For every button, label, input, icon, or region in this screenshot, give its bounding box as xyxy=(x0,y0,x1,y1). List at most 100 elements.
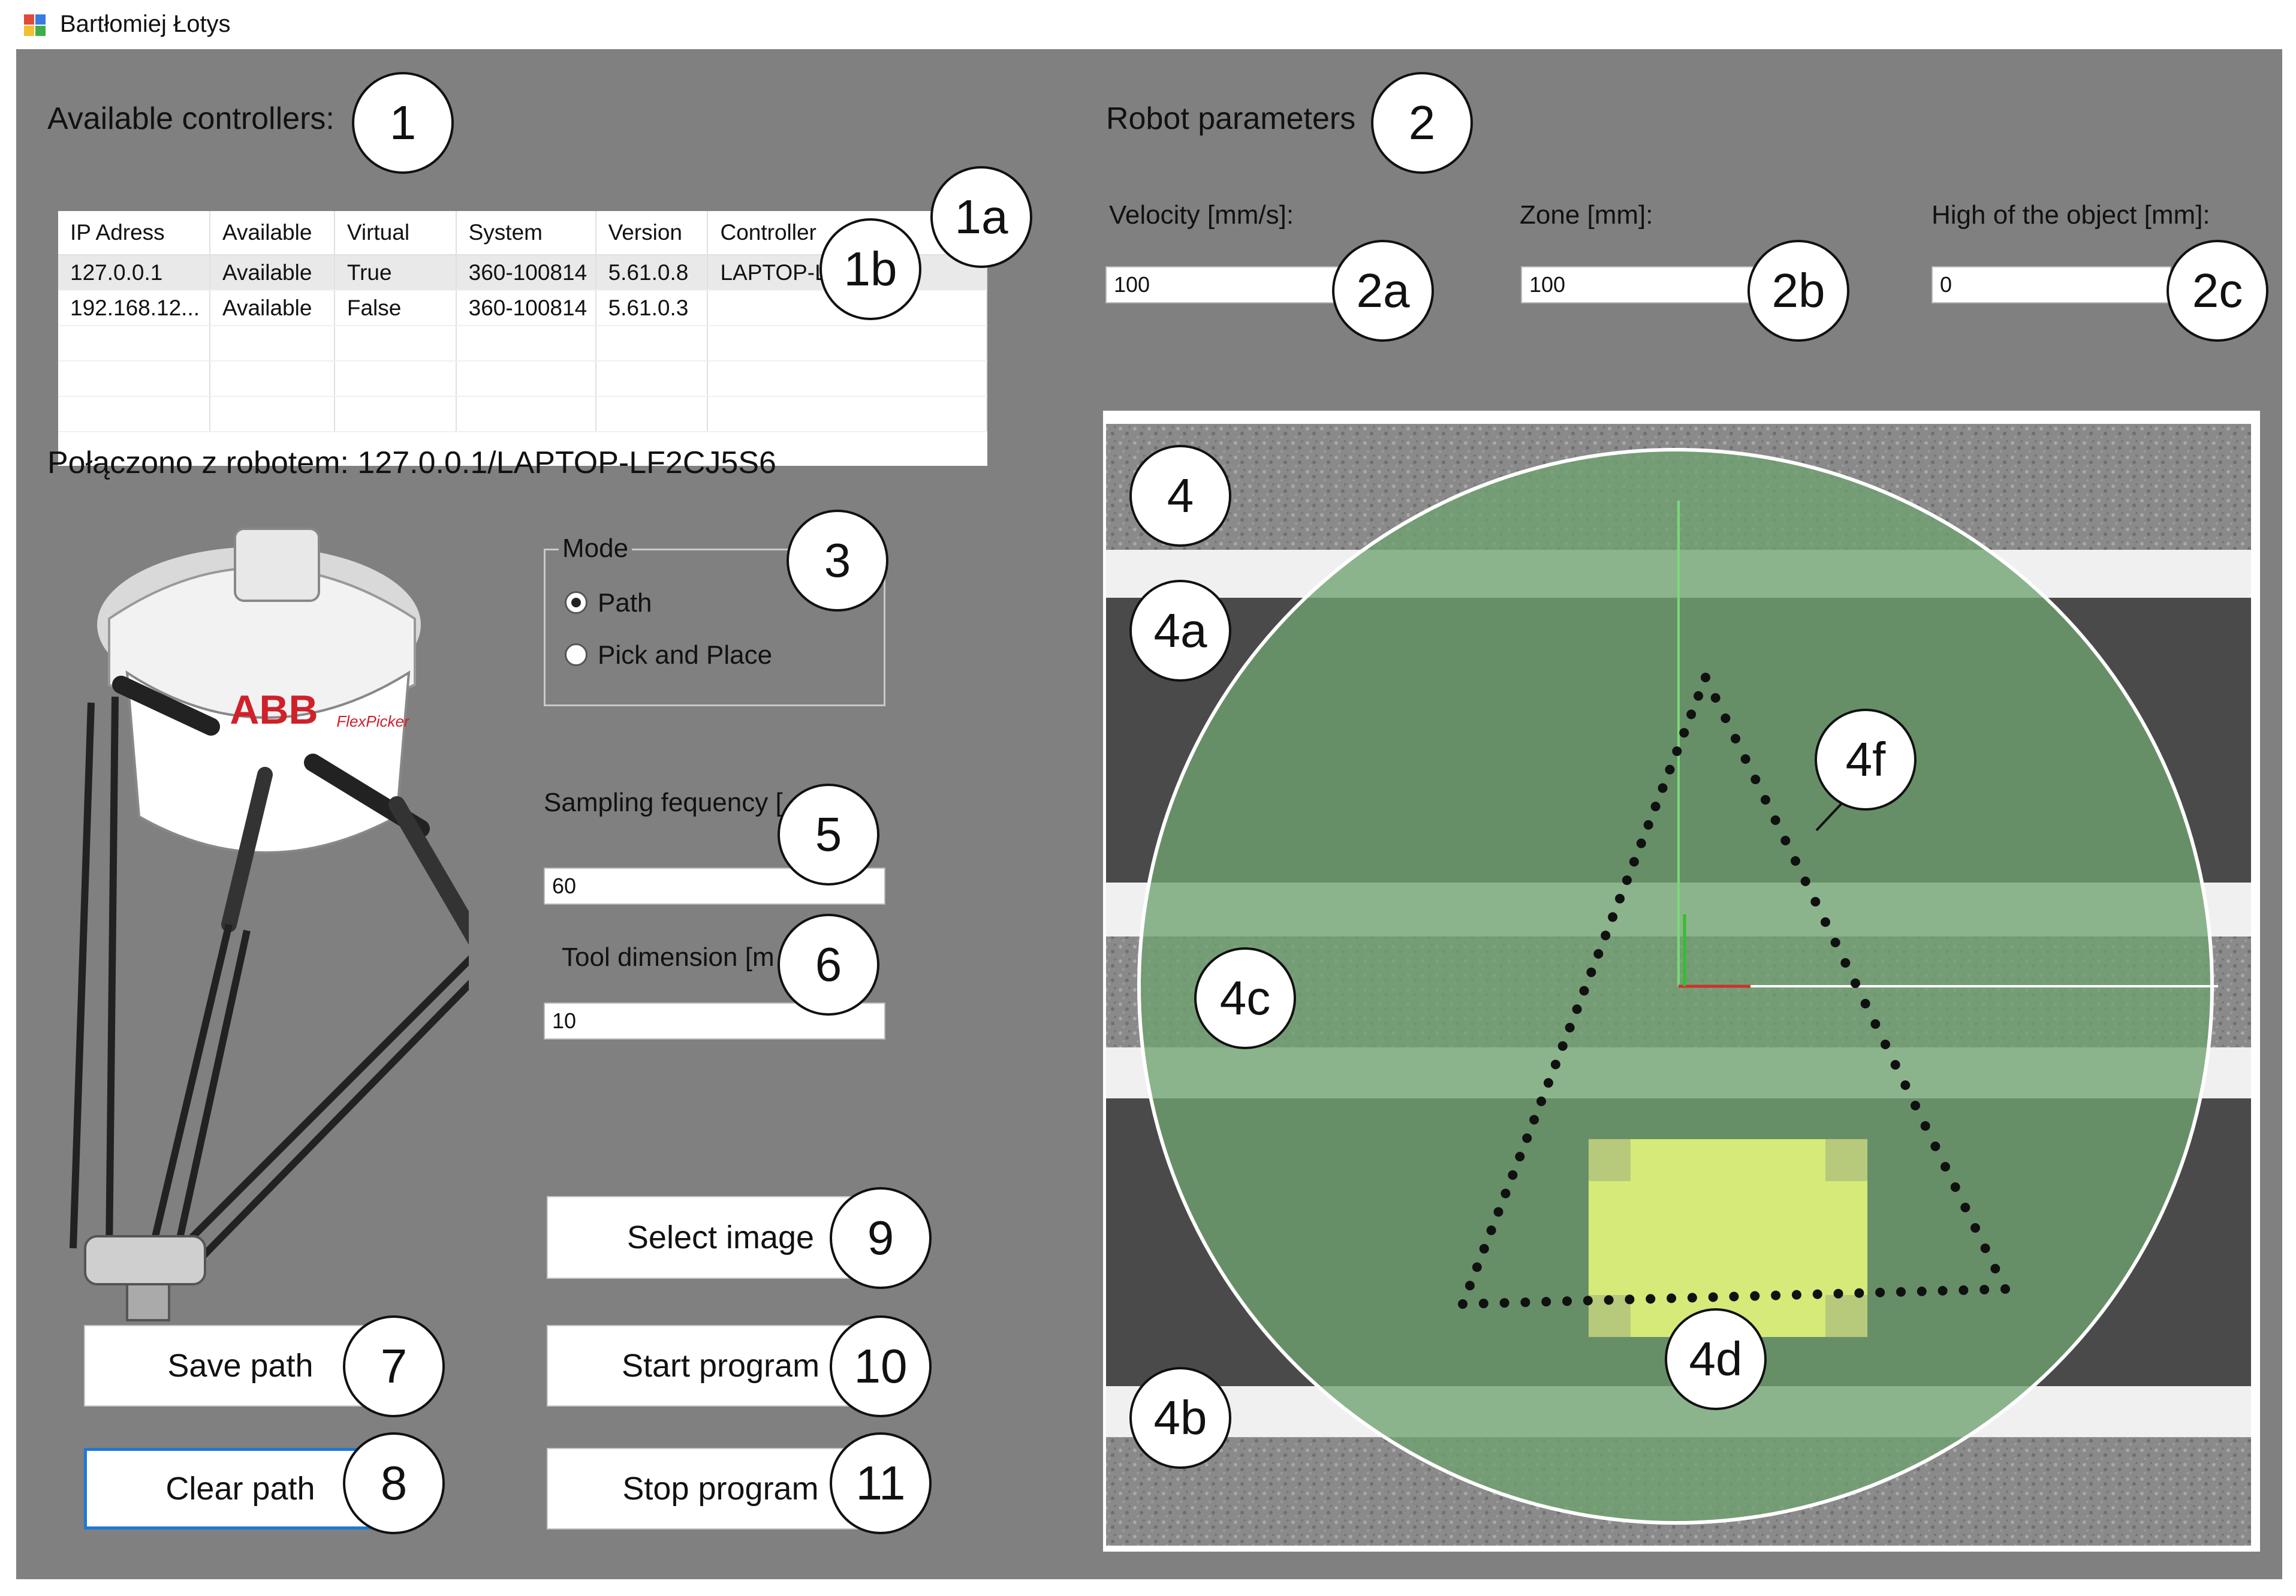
path-dot xyxy=(1911,1101,1920,1110)
mode-label: Mode xyxy=(559,534,632,564)
path-dot xyxy=(1565,1022,1575,1032)
tool-dimension-label: Tool dimension [m xyxy=(562,942,775,972)
cell-available: Available xyxy=(209,290,335,326)
path-dot xyxy=(1687,1293,1697,1303)
callout-4a: 4a xyxy=(1129,580,1231,682)
path-dot xyxy=(1499,1298,1509,1308)
path-dot xyxy=(1740,754,1750,764)
path-dot xyxy=(1854,1288,1864,1298)
path-dot xyxy=(1812,1289,1822,1299)
grid-header-version[interactable]: Version xyxy=(595,211,709,255)
callout-4: 4 xyxy=(1129,445,1231,547)
path-dot xyxy=(1572,1004,1582,1014)
path-dot xyxy=(1729,1291,1739,1302)
zone-input[interactable]: 100 xyxy=(1521,266,1761,303)
path-dot xyxy=(1650,802,1661,812)
path-dot xyxy=(1583,1296,1593,1306)
path-dot xyxy=(1679,728,1689,738)
path-dot xyxy=(1917,1286,1927,1296)
callout-1a: 1a xyxy=(930,166,1032,268)
table-row xyxy=(58,326,987,362)
cell-ip: 192.168.12... xyxy=(58,290,210,326)
path-dot xyxy=(1522,1133,1532,1143)
mode-option-path[interactable]: Path xyxy=(598,588,652,618)
path-dot xyxy=(1686,709,1697,719)
path-dot xyxy=(1472,1262,1482,1272)
path-dot xyxy=(1750,1291,1760,1301)
path-dot xyxy=(1636,838,1646,848)
callout-8: 8 xyxy=(343,1432,445,1534)
main-form: Available controllers: IP Adress Availab… xyxy=(16,49,2282,1579)
cell-ip: 127.0.0.1 xyxy=(58,255,210,291)
window-titlebar: Bartłomiej Łotys xyxy=(0,0,2296,48)
path-dot xyxy=(1646,1294,1656,1304)
mode-groupbox xyxy=(544,549,885,706)
path-dot xyxy=(1840,958,1851,968)
callout-4d: 4d xyxy=(1665,1308,1767,1410)
path-dot xyxy=(1833,1288,1843,1299)
path-dot xyxy=(1900,1080,1911,1090)
path-dot xyxy=(1643,820,1653,830)
callout-10: 10 xyxy=(830,1315,932,1417)
path-dot xyxy=(1622,875,1632,886)
callout-2a: 2a xyxy=(1332,240,1434,342)
connection-status: Połączono z robotem: 127.0.0.1/LAPTOP-LF… xyxy=(47,445,776,480)
path-dot xyxy=(1665,764,1675,775)
path-dot xyxy=(1810,897,1821,907)
abb-delta-robot-image: ABB FlexPicker xyxy=(70,528,469,1321)
table-row[interactable]: 192.168.12... Available False 360-100814… xyxy=(58,290,987,326)
callout-9: 9 xyxy=(830,1187,932,1289)
mode-option-pick-and-place[interactable]: Pick and Place xyxy=(598,640,773,670)
callout-1: 1 xyxy=(352,72,454,174)
path-dot xyxy=(1493,1207,1503,1217)
path-dot xyxy=(1500,1188,1511,1198)
path-dot xyxy=(1870,1019,1881,1029)
path-dot xyxy=(1543,1078,1553,1088)
path-dot xyxy=(1529,1115,1539,1125)
callout-1b: 1b xyxy=(819,218,921,320)
grid-header-virtual[interactable]: Virtual xyxy=(334,211,457,255)
path-dot xyxy=(1770,815,1780,825)
abb-logo: ABB xyxy=(230,687,318,733)
path-dot xyxy=(1821,917,1830,927)
callout-2b: 2b xyxy=(1747,240,1849,342)
object-height-label: High of the object [mm]: xyxy=(1932,200,2210,230)
object-rect xyxy=(1589,1139,1867,1337)
path-dot xyxy=(1608,912,1618,922)
path-dot xyxy=(1486,1225,1496,1236)
path-dot xyxy=(1536,1096,1547,1106)
table-row xyxy=(58,396,987,432)
zone-label: Zone [mm]: xyxy=(1520,200,1653,230)
path-dot xyxy=(1930,1142,1941,1151)
grid-header-ip[interactable]: IP Adress xyxy=(58,211,210,255)
path-dot xyxy=(1550,1059,1560,1070)
callout-2c: 2c xyxy=(2167,240,2268,342)
grid-header-available[interactable]: Available xyxy=(209,211,335,255)
path-dot xyxy=(1593,949,1604,959)
object-height-input[interactable]: 0 xyxy=(1932,266,2171,303)
path-dot xyxy=(1960,1203,1970,1212)
path-dot xyxy=(1625,1294,1635,1305)
path-dot xyxy=(1710,693,1721,703)
path-dot xyxy=(1875,1287,1885,1297)
path-dot xyxy=(1980,1243,1990,1253)
path-dot xyxy=(1830,938,1840,947)
radio-selected-icon[interactable] xyxy=(565,591,587,614)
path-dot xyxy=(1562,1296,1572,1306)
path-dot xyxy=(1851,978,1860,988)
callout-4c: 4c xyxy=(1194,947,1296,1049)
path-dot xyxy=(1667,1293,1677,1303)
radio-unselected-icon[interactable] xyxy=(565,643,587,666)
path-dot xyxy=(1601,931,1611,941)
table-row xyxy=(58,361,987,397)
grid-header-system[interactable]: System xyxy=(456,211,596,255)
path-dot xyxy=(1771,1290,1781,1300)
path-dot xyxy=(1604,1295,1614,1305)
velocity-label: Velocity [mm/s]: xyxy=(1109,200,1294,230)
velocity-input[interactable]: 100 xyxy=(1105,266,1345,303)
path-dot xyxy=(1890,1060,1900,1070)
path-dot xyxy=(1694,691,1704,701)
path-dot xyxy=(1938,1285,1948,1296)
triangle-path-dots xyxy=(1458,673,2010,1309)
app-icon xyxy=(23,13,47,37)
